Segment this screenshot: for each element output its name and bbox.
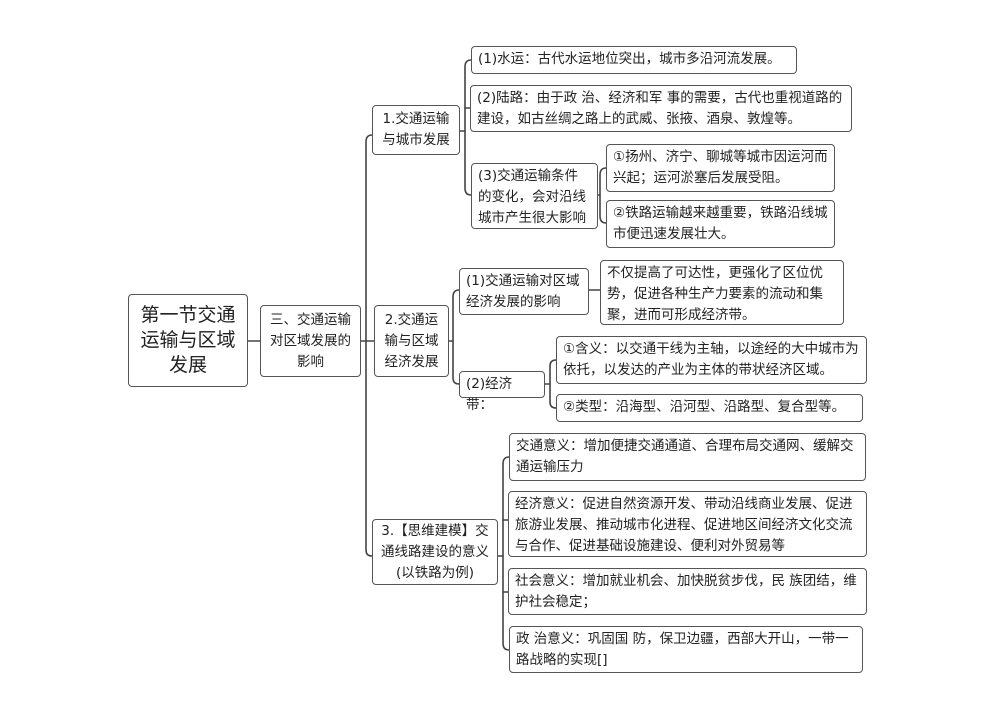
leaf-node-transport-significance: 交通意义：增加便捷交通通道、合理布局交通网、缓解交通运输压力 xyxy=(509,433,866,481)
leaf-text: ②类型：沿海型、沿河型、沿路型、复合型等。 xyxy=(563,399,846,415)
leaf-text: (3)交通运输条件的变化，会对沿线城市产生很大影响 xyxy=(478,168,586,226)
leaf-node-canal: ①扬州、济宁、聊城等城市因运河而兴起；运河淤塞后发展受阻。 xyxy=(606,144,835,192)
leaf-text: 经济意义：促进自然资源开发、带动沿线商业发展、促进旅游业发展、推动城市化进程、促… xyxy=(515,496,853,554)
branch-label: 1.交通运输与城市发展 xyxy=(382,111,450,148)
leaf-text: ②铁路运输越来越重要，铁路沿线城市便迅速发展壮大。 xyxy=(613,205,828,242)
root-title-node: 第一节交通运输与区域发展 xyxy=(128,294,248,387)
leaf-node-water: (1)水运：古代水运地位突出，城市多沿河流发展。 xyxy=(471,46,797,74)
leaf-node-economic-belt: (2)经济带： xyxy=(459,371,545,413)
section-node: 三、交通运输对区域发展的影响 xyxy=(260,305,361,377)
leaf-node-belt-definition: ①含义：以交通干线为主轴，以途经的大中城市为依托，以发达的产业为主体的带状经济区… xyxy=(556,336,867,384)
root-title: 第一节交通运输与区域发展 xyxy=(140,304,236,376)
branch-node-economy: 2.交通运输与区域经济发展 xyxy=(374,305,449,377)
leaf-text: ①含义：以交通干线为主轴，以途经的大中城市为依托，以发达的产业为主体的带状经济区… xyxy=(563,341,859,378)
leaf-text: 政 治意义：巩固国 防，保卫边疆，西部大开山，一带一路战略的实现[] xyxy=(516,631,849,668)
leaf-node-social-significance: 社会意义：增加就业机会、加快脱贫步伐，民 族团结，维护社会稳定； xyxy=(508,568,867,615)
branch-label: 2.交通运输与区域经济发展 xyxy=(384,311,439,370)
leaf-text: 交通意义：增加便捷交通通道、合理布局交通网、缓解交通运输压力 xyxy=(516,438,854,475)
leaf-text: 社会意义：增加就业机会、加快脱贫步伐，民 族团结，维护社会稳定； xyxy=(515,573,857,610)
leaf-node-impact: (1)交通运输对区域经济发展的影响 xyxy=(459,268,589,315)
leaf-node-impact-detail: 不仅提高了可达性，更强化了区位优势，促进各种生产力要素的流动和集聚，进而可形成经… xyxy=(600,260,844,325)
leaf-text: (1)交通运输对区域经济发展的影响 xyxy=(466,273,580,310)
leaf-text: (2)经济带： xyxy=(466,376,513,413)
section-title: 三、交通运输对区域发展的影响 xyxy=(270,311,351,370)
leaf-node-railway: ②铁路运输越来越重要，铁路沿线城市便迅速发展壮大。 xyxy=(606,200,835,248)
leaf-node-economic-significance: 经济意义：促进自然资源开发、带动沿线商业发展、促进旅游业发展、推动城市化进程、促… xyxy=(508,491,867,557)
branch-node-railway-significance: 3.【思维建模】交通线路建设的意义(以铁路为例) xyxy=(372,519,498,585)
leaf-text: ①扬州、济宁、聊城等城市因运河而兴起；运河淤塞后发展受阻。 xyxy=(613,149,828,186)
leaf-text: 不仅提高了可达性，更强化了区位优势，促进各种生产力要素的流动和集聚，进而可形成经… xyxy=(607,265,823,323)
leaf-node-political-significance: 政 治意义：巩固国 防，保卫边疆，西部大开山，一带一路战略的实现[] xyxy=(509,626,863,673)
leaf-node-conditions: (3)交通运输条件的变化，会对沿线城市产生很大影响 xyxy=(471,163,598,229)
leaf-node-belt-types: ②类型：沿海型、沿河型、沿路型、复合型等。 xyxy=(556,394,863,422)
branch-label: 3.【思维建模】交通线路建设的意义(以铁路为例) xyxy=(381,522,489,581)
leaf-text: (1)水运：古代水运地位突出，城市多沿河流发展。 xyxy=(478,51,781,67)
branch-node-city: 1.交通运输与城市发展 xyxy=(372,105,460,155)
leaf-text: (2)陆路：由于政 治、经济和军 事的需要，古代也重视道路的建设，如古丝绸之路上… xyxy=(477,90,843,127)
leaf-node-land: (2)陆路：由于政 治、经济和军 事的需要，古代也重视道路的建设，如古丝绸之路上… xyxy=(470,85,852,132)
